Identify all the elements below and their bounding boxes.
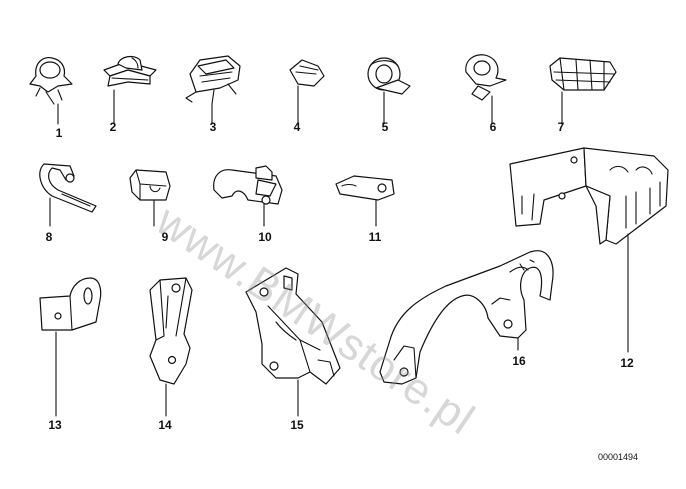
callout-13[interactable]: 13 bbox=[48, 418, 62, 432]
callout-2[interactable]: 2 bbox=[109, 120, 117, 134]
drawing-number: 00001494 bbox=[598, 452, 639, 462]
callout-1[interactable]: 1 bbox=[55, 126, 63, 140]
part-2-clip[interactable] bbox=[103, 55, 157, 87]
callout-16[interactable]: 16 bbox=[512, 354, 526, 368]
part-15-mounting-bracket[interactable] bbox=[245, 267, 341, 385]
callout-5[interactable]: 5 bbox=[381, 120, 389, 134]
part-4-clip[interactable] bbox=[289, 59, 325, 87]
callout-15[interactable]: 15 bbox=[290, 418, 304, 432]
part-14-long-bracket[interactable] bbox=[149, 277, 193, 385]
part-3-clip[interactable] bbox=[185, 55, 241, 105]
part-6-clip[interactable] bbox=[465, 54, 507, 101]
callout-3[interactable]: 3 bbox=[209, 120, 217, 134]
callout-11[interactable]: 11 bbox=[368, 230, 382, 244]
part-1-clip[interactable] bbox=[29, 57, 73, 105]
callout-6[interactable]: 6 bbox=[489, 120, 497, 134]
part-5-ring-clamp[interactable] bbox=[367, 57, 411, 95]
part-12-large-bracket[interactable] bbox=[509, 147, 669, 245]
callout-9[interactable]: 9 bbox=[161, 230, 169, 244]
callout-7[interactable]: 7 bbox=[557, 120, 565, 134]
callout-12[interactable]: 12 bbox=[620, 356, 634, 370]
callout-8[interactable]: 8 bbox=[45, 230, 53, 244]
part-7-double-clip[interactable] bbox=[549, 57, 617, 91]
part-16-arch-bracket[interactable] bbox=[379, 250, 554, 385]
part-11-plate[interactable] bbox=[335, 175, 395, 201]
callout-4[interactable]: 4 bbox=[293, 120, 301, 134]
callout-10[interactable]: 10 bbox=[258, 230, 272, 244]
part-9-block[interactable] bbox=[129, 169, 171, 201]
callout-14[interactable]: 14 bbox=[158, 418, 172, 432]
part-8-strap[interactable] bbox=[39, 163, 97, 213]
part-10-bracket-nut[interactable] bbox=[213, 165, 283, 205]
part-13-angle-bracket[interactable] bbox=[39, 277, 102, 331]
